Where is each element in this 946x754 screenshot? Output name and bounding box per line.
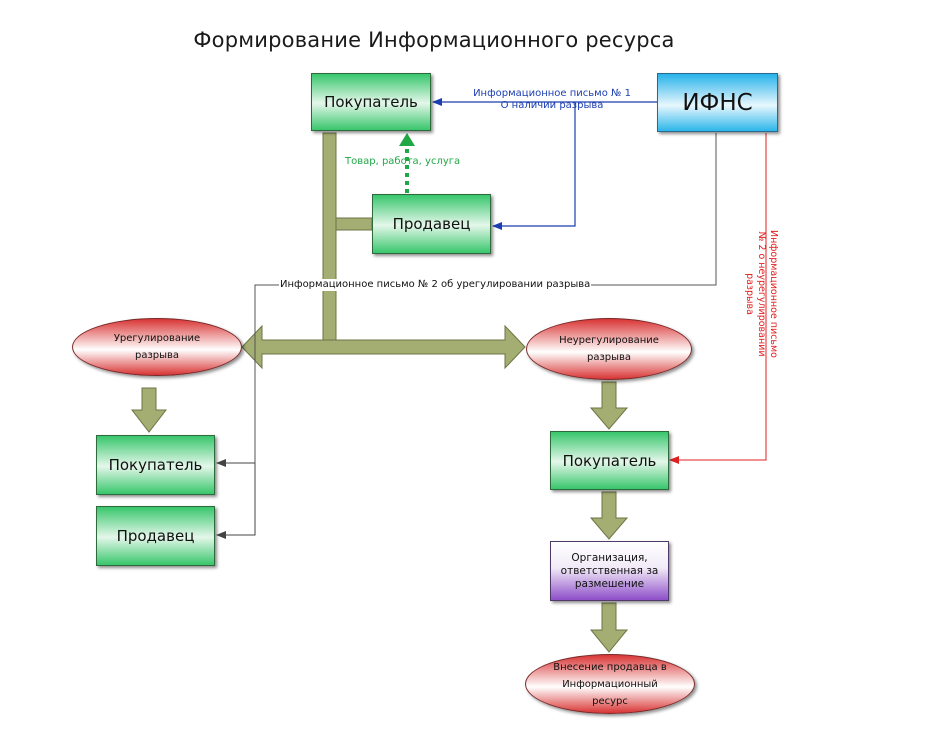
- goods-label: Товар, работа, услуга: [345, 156, 461, 167]
- buyer-top-box: Покупатель: [311, 73, 431, 131]
- blue-line-to-seller: [492, 102, 576, 230]
- unsettled-label: Неурегулирование разрыва: [559, 335, 659, 363]
- letter2-unsettled-label: Информационное письмо № 2 о неурегулиров…: [743, 219, 779, 369]
- org-box: Организация, ответственная за размешение: [550, 541, 669, 601]
- letter1-line2: О наличии разрыва: [500, 100, 604, 111]
- ifns-label: ИФНС: [682, 89, 753, 116]
- diagram-title: Формирование Информационного ресурса: [193, 28, 675, 52]
- green-arrowhead: [399, 133, 415, 146]
- letter1-line1: Информационное письмо № 1: [473, 88, 631, 99]
- down-arrow-settled: [130, 387, 168, 433]
- settled-label: Урегулирование разрыва: [113, 333, 201, 361]
- settled-oval: Урегулирование разрыва: [72, 318, 242, 376]
- letter1-label: Информационное письмо № 1 О наличии разр…: [452, 88, 652, 112]
- gray-arrow-to-seller-left: [216, 463, 256, 539]
- inclusion-oval: Внесение продавца в Информационный ресур…: [525, 654, 695, 714]
- buyer-left-label: Покупатель: [108, 456, 203, 474]
- olive-trunk: [322, 132, 337, 342]
- letter2-label: Информационное письмо № 2 об урегулирова…: [279, 279, 592, 291]
- olive-branch-to-seller: [335, 217, 373, 231]
- letter2-unsettled-line1: Информационное письмо: [768, 229, 779, 358]
- buyer-right-label: Покупатель: [562, 451, 657, 470]
- down-arrow-unsettled: [589, 381, 629, 430]
- down-arrow-buyer-to-org: [589, 491, 629, 540]
- olive-double-arrow: [241, 324, 526, 370]
- seller-top-label: Продавец: [392, 215, 471, 233]
- letter2-unsettled-line2: № 2 о неурегулировании: [756, 231, 767, 357]
- red-line-unsettled: [669, 133, 767, 464]
- seller-left-label: Продавец: [116, 527, 195, 545]
- inclusion-label: Внесение продавца в Информационный ресур…: [553, 661, 667, 707]
- letter2-unsettled-line3: разрыва: [744, 273, 755, 315]
- buyer-top-label: Покупатель: [324, 93, 418, 111]
- seller-top-box: Продавец: [372, 194, 491, 254]
- down-arrow-org-to-inclusion: [589, 602, 629, 653]
- org-label: Организация, ответственная за размешение: [560, 551, 659, 590]
- buyer-right-box: Покупатель: [550, 431, 669, 490]
- ifns-box: ИФНС: [657, 73, 778, 132]
- unsettled-oval: Неурегулирование разрыва: [526, 318, 692, 380]
- seller-left-box: Продавец: [96, 506, 215, 566]
- buyer-left-box: Покупатель: [96, 435, 215, 495]
